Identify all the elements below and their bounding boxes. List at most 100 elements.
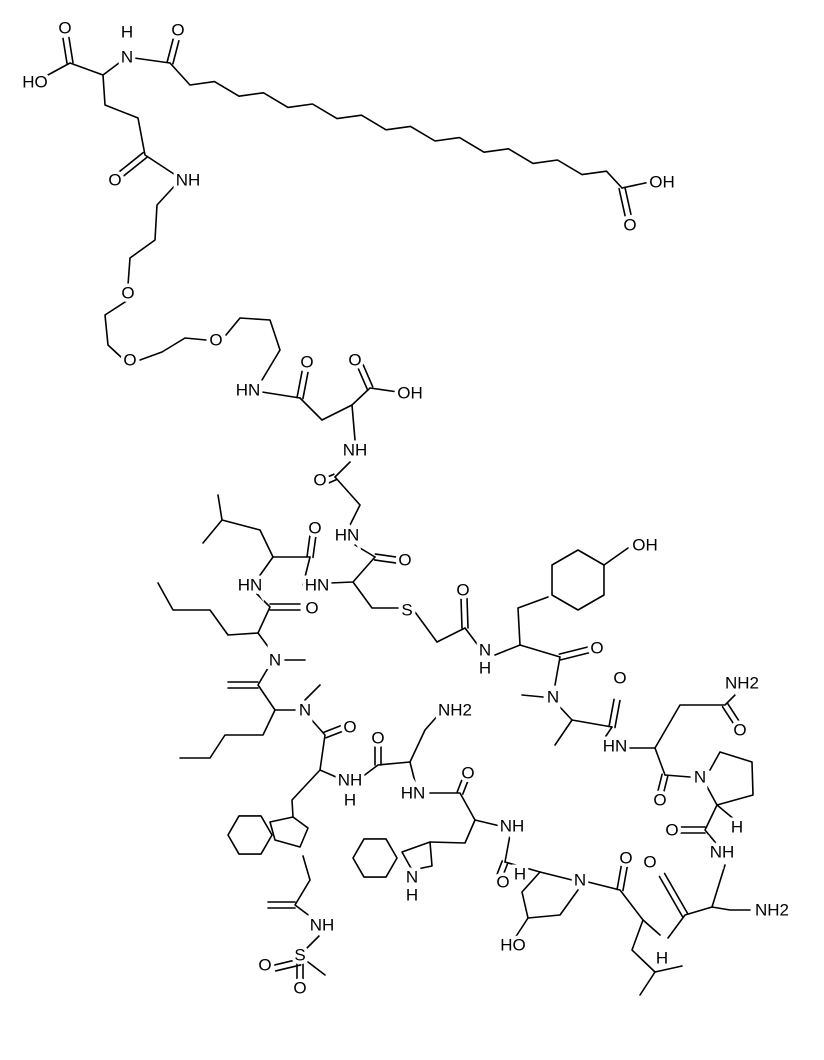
atom-label: O (300, 353, 313, 372)
atom-label: O (496, 873, 509, 892)
atom-label: O (456, 581, 469, 600)
bond (710, 752, 753, 805)
atom-label: O (590, 639, 603, 658)
double-bond (173, 41, 179, 64)
atom-label: O (308, 519, 321, 538)
double-bond (313, 535, 316, 557)
bond (628, 748, 665, 775)
bond (415, 612, 480, 648)
bonds (35, 38, 753, 995)
benzene-ring (228, 816, 272, 854)
atom-label: O (313, 471, 326, 490)
bond (353, 582, 398, 608)
bond (335, 462, 350, 477)
atom-label: N (269, 651, 281, 670)
atom-label: O (619, 849, 632, 868)
bond (352, 388, 398, 405)
atom-label: NH2 (755, 901, 789, 920)
atom-label: N (574, 871, 586, 890)
benzene-ring (353, 839, 397, 877)
bond (430, 793, 500, 826)
bond (295, 856, 315, 920)
bond (640, 972, 655, 995)
atom-label: N (299, 701, 311, 720)
atom-label: O (665, 821, 678, 840)
phenol-ring (552, 550, 604, 610)
double-bond (659, 876, 682, 916)
atom-label: O (121, 284, 134, 303)
atom-label: NH (176, 171, 201, 190)
double-bond (615, 701, 620, 728)
bond (105, 300, 128, 358)
bond (588, 882, 660, 935)
bond (262, 392, 300, 398)
atom-label: N (479, 641, 491, 660)
bond (555, 720, 572, 745)
atom-label: H (121, 23, 133, 42)
atom-label: NH (310, 916, 335, 935)
bond (495, 645, 560, 685)
bond (270, 817, 308, 847)
atom-label: O (171, 21, 184, 40)
bond (330, 557, 375, 583)
double-bond (69, 38, 73, 63)
atom-label: OH (632, 536, 658, 555)
atom-label: HN (335, 526, 360, 545)
bond (292, 770, 320, 817)
atom-label: HN (305, 576, 330, 595)
bond (127, 57, 170, 63)
atom-label: O (653, 791, 666, 810)
bond (712, 907, 750, 910)
bond (522, 695, 543, 697)
atom-label: O (123, 351, 136, 370)
atom-label: H (479, 659, 491, 678)
bond (308, 962, 325, 975)
atom-label: NH (710, 843, 735, 862)
bond (355, 545, 375, 557)
atom-label: O (343, 718, 356, 737)
bond (558, 705, 612, 727)
bond (518, 597, 548, 645)
double-bond (619, 189, 625, 216)
atom-label: HO (22, 73, 48, 92)
atom-label: NH (500, 817, 525, 836)
atom-label: O (58, 19, 71, 38)
atom-label: O (371, 729, 384, 748)
bond (305, 685, 320, 700)
bond (128, 180, 180, 285)
double-bond (324, 725, 342, 732)
atom-label: H (406, 886, 418, 905)
double-bond (609, 699, 614, 726)
double-bond (307, 535, 310, 557)
bond (226, 318, 280, 380)
atom-label: O (305, 599, 318, 618)
bond (655, 692, 738, 748)
double-bond (329, 480, 336, 483)
bond (180, 710, 275, 758)
atom-label: N (547, 688, 559, 707)
atom-label: H (344, 791, 356, 810)
bond (218, 495, 273, 557)
atom-label: S (401, 601, 412, 620)
atom-label: H (731, 818, 743, 837)
atom-label: OH (397, 384, 423, 403)
bond (203, 520, 222, 543)
atom-label: O (348, 351, 361, 370)
atom-label: O (733, 721, 746, 740)
bond (255, 592, 272, 652)
bond (305, 935, 320, 950)
atom-label: H (514, 865, 526, 884)
double-bond (63, 38, 67, 63)
double-bond (665, 874, 688, 914)
atom-label: OH (649, 173, 675, 192)
atom-label: NH2 (438, 701, 472, 720)
double-bond (559, 647, 587, 654)
atom-label: O (293, 979, 306, 998)
bond (505, 835, 510, 862)
double-bond (467, 598, 468, 628)
bond (358, 762, 415, 782)
double-bond (561, 653, 589, 660)
bond (402, 842, 432, 870)
bond (665, 775, 690, 777)
